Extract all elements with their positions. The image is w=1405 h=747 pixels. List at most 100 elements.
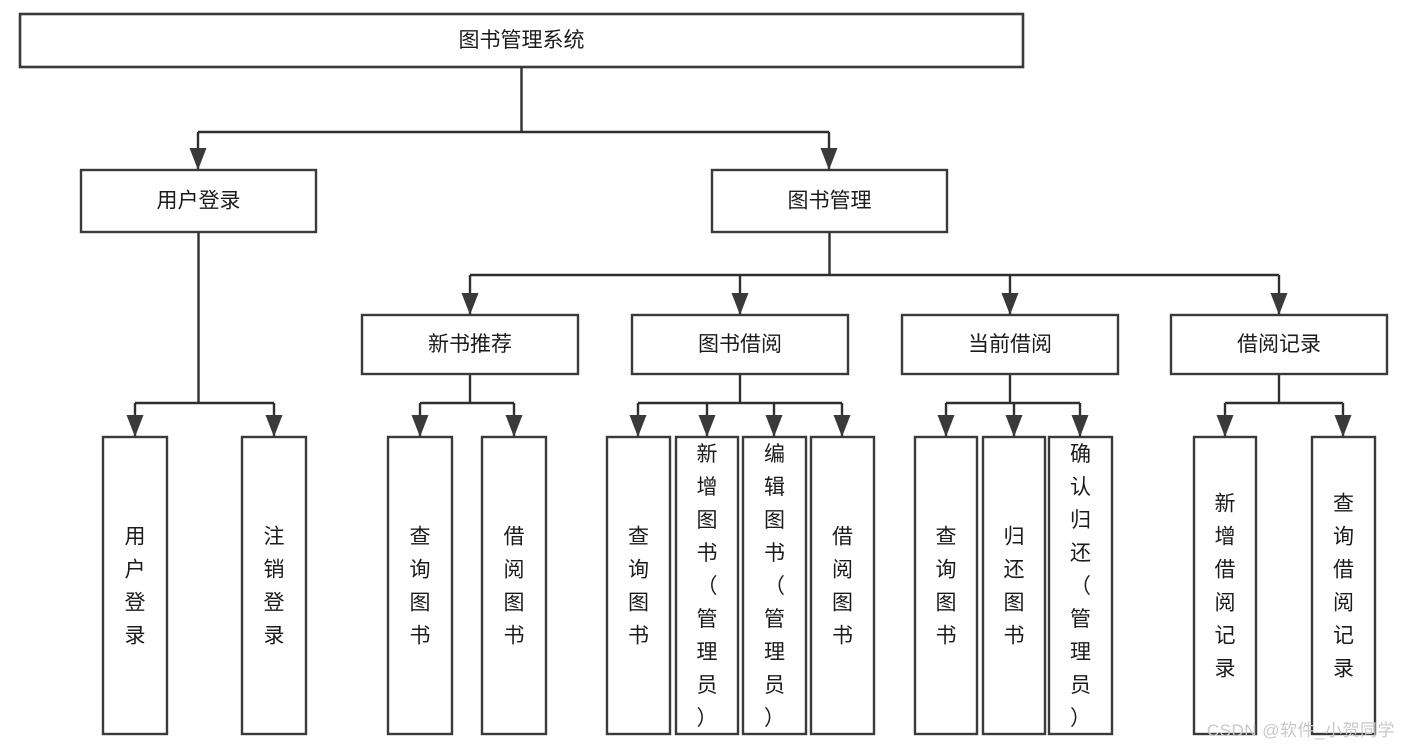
node-label-char: 书 (832, 625, 853, 648)
arrow-head-icon (937, 415, 955, 437)
node-label-char: 阅 (1333, 592, 1354, 615)
node-box-leaf-confirm-return[interactable] (1047, 435, 1114, 736)
node-label-char: 查 (410, 526, 431, 549)
node-label-char: 辑 (764, 476, 785, 499)
node-root[interactable]: 图书管理系统 (18, 12, 1025, 69)
arrow-head-icon (1270, 293, 1288, 315)
node-box-leaf-user-login[interactable] (101, 435, 169, 736)
node-label-char: 注 (264, 526, 285, 549)
arrow-head-icon (1216, 415, 1234, 437)
node-label-char: 借 (504, 526, 525, 549)
node-box-user-login[interactable] (79, 168, 318, 234)
node-label-new-book-recommend: 新书推荐 (428, 333, 512, 356)
node-box-leaf-add-book[interactable] (674, 435, 740, 736)
node-leaf-user-login[interactable]: 用户登录 (101, 435, 169, 736)
node-label-char: 理 (697, 641, 718, 664)
node-box-current-borrow[interactable] (900, 313, 1120, 376)
node-label-char: 查 (628, 526, 649, 549)
node-book-management[interactable]: 图书管理 (710, 168, 949, 234)
node-box-book-borrow[interactable] (630, 313, 850, 376)
node-box-leaf-query-book-2[interactable] (605, 435, 672, 736)
node-label-char: 编 (764, 443, 785, 466)
arrow-head-icon (833, 415, 851, 437)
node-label-char: 询 (1333, 526, 1354, 549)
node-label-user-login: 用户登录 (157, 190, 241, 213)
node-label-char: （ (1070, 575, 1091, 598)
node-label-char: 借 (1333, 559, 1354, 582)
arrow-head-icon (731, 293, 749, 315)
node-label-root: 图书管理系统 (459, 29, 585, 52)
node-label-char: 管 (697, 608, 718, 631)
node-current-borrow[interactable]: 当前借阅 (900, 313, 1120, 376)
node-label-char: 员 (697, 674, 718, 697)
node-user-login[interactable]: 用户登录 (79, 168, 318, 234)
node-box-leaf-add-record[interactable] (1192, 435, 1258, 736)
node-label-char: 增 (1215, 526, 1236, 549)
node-label-char: 书 (628, 625, 649, 648)
arrow-head-icon (1071, 415, 1089, 437)
node-box-leaf-borrow-book-1[interactable] (480, 435, 548, 736)
node-box-root[interactable] (18, 12, 1025, 69)
node-label-char: 查 (936, 526, 957, 549)
arrow-head-icon (411, 415, 429, 437)
node-label-char: 询 (628, 559, 649, 582)
node-label-char: 认 (1070, 476, 1091, 499)
node-label-char: 图 (936, 592, 957, 615)
node-label-char: 阅 (1215, 592, 1236, 615)
node-label-char: 查 (1333, 493, 1354, 516)
node-box-leaf-borrow-book-2[interactable] (809, 435, 876, 736)
node-label-char: 还 (1070, 542, 1091, 565)
node-label-char: 还 (1004, 559, 1025, 582)
node-box-leaf-logout[interactable] (240, 435, 308, 736)
node-label-char: 书 (697, 542, 718, 565)
node-label-char: ） (764, 707, 785, 730)
node-label-char: 图 (832, 592, 853, 615)
node-label-char: 录 (264, 625, 285, 648)
node-label-char: 录 (1333, 658, 1354, 681)
node-label-char: 借 (1215, 559, 1236, 582)
node-box-leaf-return-book[interactable] (981, 435, 1047, 736)
node-label-current-borrow: 当前借阅 (968, 333, 1052, 356)
node-label-char: 归 (1070, 509, 1091, 532)
node-label-char: 理 (1070, 641, 1091, 664)
node-box-new-book-recommend[interactable] (360, 313, 580, 376)
node-box-leaf-edit-book[interactable] (741, 435, 808, 736)
node-book-borrow[interactable]: 图书借阅 (630, 313, 850, 376)
node-borrow-record[interactable]: 借阅记录 (1169, 313, 1389, 376)
node-label-char: 记 (1333, 625, 1354, 648)
node-label-book-borrow: 图书借阅 (698, 333, 782, 356)
node-label-char: 登 (125, 592, 146, 615)
node-box-leaf-query-book-1[interactable] (386, 435, 454, 736)
node-box-leaf-query-book-3[interactable] (913, 435, 979, 736)
node-label-char: 销 (264, 559, 285, 582)
node-new-book-recommend[interactable]: 新书推荐 (360, 313, 580, 376)
node-box-book-management[interactable] (710, 168, 949, 234)
node-label-char: 阅 (832, 559, 853, 582)
arrow-head-icon (820, 148, 838, 170)
connectors-layer (126, 67, 1352, 437)
node-label-char: 书 (1004, 625, 1025, 648)
arrow-head-icon (629, 415, 647, 437)
node-box-borrow-record[interactable] (1169, 313, 1389, 376)
nodes-layer: 图书管理系统用户登录图书管理新书推荐图书借阅当前借阅借阅记录用户登录注销登录查询… (18, 12, 1389, 736)
node-box-leaf-query-record[interactable] (1310, 435, 1377, 736)
node-label-char: 书 (936, 625, 957, 648)
node-label-char: 员 (1070, 674, 1091, 697)
node-label-char: 询 (410, 559, 431, 582)
node-label-char: 新 (697, 443, 718, 466)
arrow-head-icon (189, 148, 207, 170)
node-label-char: 录 (125, 625, 146, 648)
